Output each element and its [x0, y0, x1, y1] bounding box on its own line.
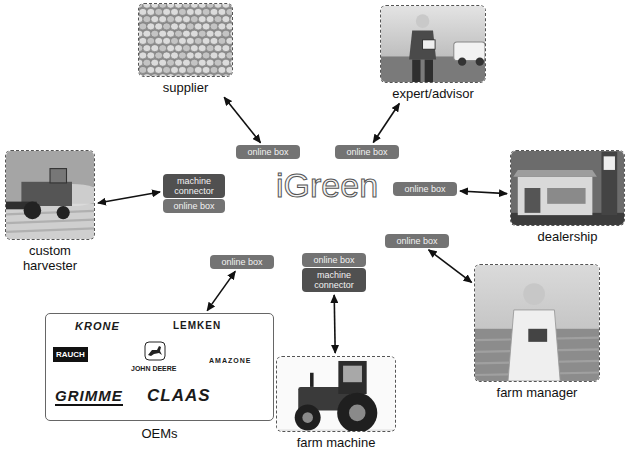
online-box: online box — [393, 182, 457, 196]
logo-text: iGreen — [276, 166, 378, 204]
photo-node: dealership — [510, 150, 625, 244]
double-arrow — [334, 295, 335, 353]
box-label: machine connector — [306, 270, 362, 290]
brand-logo: AMAZONE — [209, 357, 251, 364]
box-label: online box — [306, 255, 362, 265]
photo-node: expert/advisor — [380, 5, 486, 101]
box-label: online box — [214, 257, 270, 267]
box-label: machine connector — [167, 176, 221, 196]
node-label: custom harvester — [13, 243, 87, 273]
brand-logo: LEMKEN — [173, 320, 221, 331]
photo-illustration — [276, 356, 396, 432]
connector-box: machine connector — [302, 268, 366, 292]
brand-logo: JOHN DEERE — [131, 365, 177, 372]
node-label: expert/advisor — [380, 86, 486, 101]
photo-illustration — [510, 150, 625, 226]
photo-illustration — [138, 3, 233, 77]
double-arrow — [224, 97, 260, 142]
double-arrow — [429, 250, 472, 283]
box-label: online box — [339, 147, 395, 157]
node-label: dealership — [510, 229, 625, 244]
photo-illustration — [474, 264, 600, 382]
box-label: online box — [389, 236, 445, 246]
photo-node: supplier — [138, 3, 233, 95]
photo-illustration — [5, 150, 95, 240]
node-label: OEMs — [45, 426, 274, 441]
node-label: farm machine — [276, 435, 396, 450]
online-box: online box — [385, 234, 449, 248]
node-label: supplier — [138, 80, 233, 95]
connector-box: machine connector — [163, 174, 225, 198]
double-arrow — [98, 192, 160, 203]
photo-illustration — [380, 5, 486, 83]
photo-node: custom harvester — [5, 150, 95, 273]
oem-group: KRONE LEMKEN RAUCH JOHN DEERE AMAZONE GRIMME C… — [45, 313, 274, 441]
photo-node: farm manager — [474, 264, 600, 400]
brand-logo: GRIMME — [55, 387, 123, 406]
box-label: online box — [167, 201, 221, 211]
box-label: online box — [240, 147, 296, 157]
brand-logo: CLAAS — [147, 386, 211, 406]
cloud-hub: iGreen online box online box machine connec… — [158, 108, 472, 303]
double-arrow — [207, 271, 235, 310]
online-box: online box — [335, 145, 399, 159]
deer-icon — [144, 341, 166, 361]
online-box: online box — [210, 255, 274, 269]
double-arrow — [373, 104, 399, 143]
box-label: online box — [397, 184, 453, 194]
online-box: online box — [163, 199, 225, 213]
double-arrow — [460, 191, 507, 194]
node-label: farm manager — [474, 385, 600, 400]
brand-logo: KRONE — [75, 320, 120, 332]
brand-logo: RAUCH — [53, 347, 88, 362]
online-box: online box — [302, 253, 366, 267]
online-box: online box — [236, 145, 300, 159]
photo-node: farm machine — [276, 356, 396, 450]
